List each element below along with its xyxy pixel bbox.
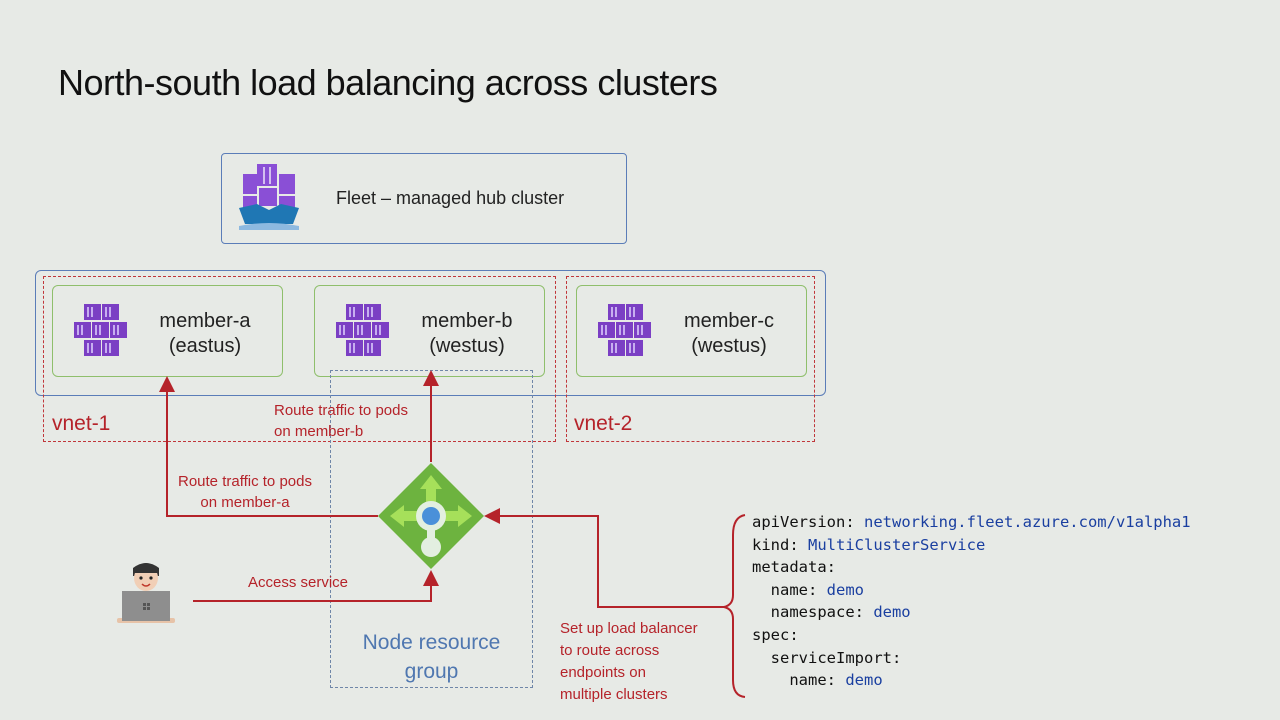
annotation-line: to route across <box>560 642 660 659</box>
yaml-value: demo <box>836 671 883 690</box>
nrg-line-1: Node resource <box>362 631 501 654</box>
annotation-line: multiple clusters <box>560 686 668 703</box>
yaml-key: metadata: <box>752 558 836 577</box>
annotation-line: Set up load balancer <box>560 620 698 637</box>
fleet-hub-icon <box>239 164 299 230</box>
route-member-b-annotation: Route traffic to pods on member-b <box>274 400 408 442</box>
member-a-label: member-a (eastus) <box>150 309 260 359</box>
member-region: (eastus) <box>168 335 242 357</box>
yaml-manifest: apiVersion: networking.fleet.azure.com/v… <box>752 511 1191 692</box>
arrow-setup-lb <box>484 508 727 608</box>
user-laptop-icon <box>117 563 175 623</box>
load-balancer-icon[interactable] <box>376 461 486 571</box>
vnet-2-label: vnet-2 <box>574 412 633 435</box>
annotation-line: endpoints on <box>560 664 646 681</box>
annotation-line: on member-b <box>274 423 364 440</box>
member-region: (westus) <box>691 335 767 357</box>
yaml-key: name: <box>752 671 836 690</box>
vnet-1-boundary <box>43 276 556 442</box>
yaml-value: demo <box>863 603 911 622</box>
setup-lb-annotation: Set up load balancer to route across end… <box>560 618 698 706</box>
arrow-access-service <box>193 570 439 602</box>
yaml-key: spec: <box>752 625 799 644</box>
annotation-line: on member-a <box>200 494 290 511</box>
hub-cluster-label: Fleet – managed hub cluster <box>336 188 565 208</box>
yaml-line: kind: MultiClusterService <box>752 534 1191 557</box>
annotation-line: Route traffic to pods <box>178 473 312 490</box>
access-service-annotation: Access service <box>248 574 349 591</box>
member-c-label: member-c (westus) <box>674 309 784 359</box>
yaml-line: spec: <box>752 624 1191 647</box>
kubernetes-cluster-icon <box>74 304 127 356</box>
member-b-label: member-b (westus) <box>412 309 522 359</box>
node-resource-group-label: Node resource group <box>340 628 523 686</box>
yaml-line: name: demo <box>752 579 1191 602</box>
member-name: member-b <box>421 310 513 332</box>
yaml-value: demo <box>817 580 864 599</box>
yaml-key: name: <box>752 580 818 599</box>
member-c-cluster <box>576 285 807 377</box>
yaml-line: namespace: demo <box>752 601 1191 624</box>
vnet-1-label: vnet-1 <box>52 412 111 435</box>
annotation-line: Route traffic to pods <box>274 402 408 419</box>
member-name: member-a <box>159 310 251 332</box>
yaml-key: apiVersion: <box>752 513 855 531</box>
yaml-line: serviceImport: <box>752 647 1191 670</box>
slide-title: North-south load balancing across cluste… <box>58 62 718 103</box>
yaml-line: apiVersion: networking.fleet.azure.com/v… <box>752 511 1191 534</box>
yaml-line: name: demo <box>752 669 1191 692</box>
member-region: (westus) <box>429 335 505 357</box>
nrg-line-2: group <box>404 660 459 683</box>
route-member-a-annotation: Route traffic to pods on member-a <box>178 471 312 513</box>
yaml-key: namespace: <box>752 603 864 622</box>
kubernetes-cluster-icon <box>336 304 389 356</box>
yaml-key: serviceImport: <box>752 648 902 667</box>
yaml-value: MultiClusterService <box>798 535 986 554</box>
vnet-2-boundary <box>566 276 815 442</box>
kubernetes-cluster-icon <box>598 304 651 356</box>
arrow-to-member-a <box>159 376 378 517</box>
hub-cluster-box <box>221 153 627 244</box>
yaml-key: kind: <box>752 535 799 554</box>
yaml-brace <box>723 514 746 698</box>
yaml-value: networking.fleet.azure.com/v1alpha1 <box>854 513 1191 531</box>
member-name: member-c <box>683 310 774 332</box>
yaml-line: metadata: <box>752 556 1191 579</box>
